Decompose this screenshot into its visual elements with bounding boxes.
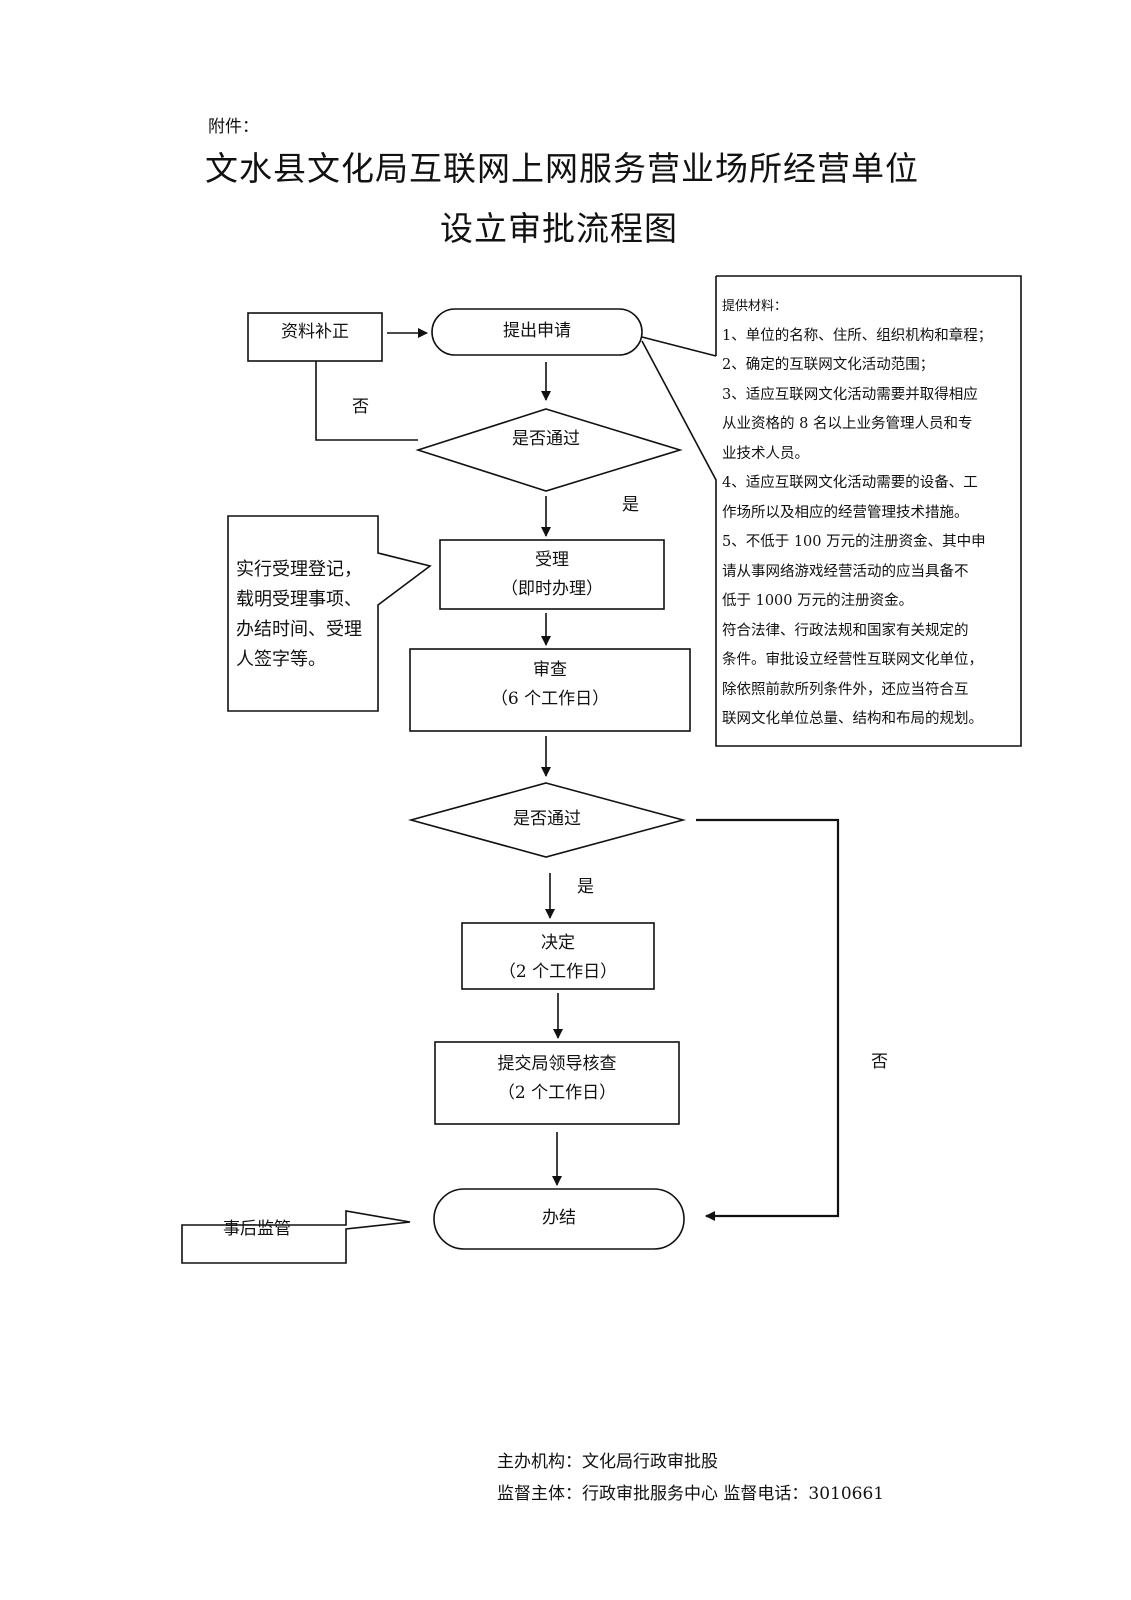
accept-note-line: 载明受理事项、 bbox=[236, 589, 362, 610]
apply-terminal bbox=[431, 308, 643, 356]
decision2-label: 是否通过 bbox=[513, 809, 581, 829]
supervisor-value: 行政审批服务中心 bbox=[582, 1484, 718, 1504]
complete-terminal bbox=[433, 1188, 685, 1250]
footer-organizer: 主办机构：文化局行政审批股 bbox=[497, 1447, 718, 1472]
leader-check-box bbox=[434, 1041, 680, 1125]
leader-check-subtitle: （2 个工作日） bbox=[497, 1083, 617, 1103]
accept-note-line: 实行受理登记， bbox=[236, 559, 362, 580]
edge-decision2-no bbox=[696, 818, 840, 1221]
supplement-label: 资料补正 bbox=[281, 322, 349, 342]
materials-callout bbox=[641, 275, 1022, 747]
supervisor-label: 监督主体： bbox=[497, 1484, 582, 1504]
decision1-diamond bbox=[415, 408, 683, 492]
accept-note-line: 人签字等。 bbox=[236, 649, 326, 670]
materials-line: 4、适应互联网文化活动需要的设备、工 bbox=[722, 475, 978, 491]
materials-line: 1、单位的名称、住所、组织机构和章程； bbox=[722, 327, 993, 344]
footer-supervisor: 监督主体：行政审批服务中心 监督电话：3010661 bbox=[497, 1479, 884, 1504]
leader-check-label: 提交局领导核查 （2 个工作日） bbox=[435, 1050, 679, 1108]
review-subtitle: （6 个工作日） bbox=[490, 689, 610, 709]
decision2-no-label: 否 bbox=[871, 1052, 888, 1072]
materials-line: 2、确定的互联网文化活动范围； bbox=[722, 357, 935, 373]
accept-note-line: 办结时间、受理 bbox=[236, 619, 362, 640]
review-label: 审查 （6 个工作日） bbox=[410, 656, 690, 714]
materials-line: 除依照前款所列条件外，还应当符合互 bbox=[722, 681, 969, 698]
decision1-no-label: 否 bbox=[352, 397, 369, 417]
accept-box bbox=[439, 539, 665, 610]
apply-label: 提出申请 bbox=[503, 321, 571, 341]
materials-line: 符合法律、行政法规和国家有关规定的 bbox=[722, 622, 969, 639]
decide-box bbox=[461, 922, 655, 990]
document-title-line2: 设立审批流程图 bbox=[440, 209, 678, 248]
complete-label: 办结 bbox=[542, 1208, 576, 1228]
decide-title: 决定 bbox=[541, 933, 575, 953]
supplement-box bbox=[247, 312, 383, 362]
materials-line: 3、适应互联网文化活动需要并取得相应 bbox=[722, 386, 978, 403]
accept-note-callout bbox=[227, 515, 432, 712]
attachment-label: 附件： bbox=[208, 117, 259, 137]
organizer-value: 文化局行政审批股 bbox=[582, 1452, 718, 1472]
document-title-line1: 文水县文化局互联网上网服务营业场所经营单位 bbox=[205, 149, 919, 188]
accept-title: 受理 bbox=[535, 550, 569, 570]
materials-line: 业技术人员。 bbox=[722, 445, 809, 462]
post-supervision-text: 事后监管 bbox=[223, 1219, 291, 1239]
post-supervision-callout bbox=[181, 1210, 411, 1264]
organizer-label: 主办机构： bbox=[497, 1452, 582, 1472]
materials-list: 提供材料： 1、单位的名称、住所、组织机构和章程； 2、确定的互联网文化活动范围… bbox=[722, 292, 1018, 735]
accept-label: 受理 （即时办理） bbox=[440, 546, 664, 604]
review-box bbox=[409, 648, 691, 732]
materials-line: 联网文化单位总量、结构和布局的规划。 bbox=[722, 711, 983, 727]
materials-line: 5、不低于 100 万元的注册资金、其中申 bbox=[722, 534, 986, 550]
edge-decision1-no bbox=[315, 361, 418, 441]
decide-subtitle: （2 个工作日） bbox=[498, 962, 618, 982]
decision1-yes-label: 是 bbox=[622, 495, 639, 515]
decision1-label: 是否通过 bbox=[512, 429, 580, 449]
materials-line: 请从事网络游戏经营活动的应当具备不 bbox=[722, 563, 969, 580]
materials-line: 低于 1000 万元的注册资金。 bbox=[722, 593, 914, 609]
phone-value: 3010661 bbox=[808, 1484, 885, 1504]
leader-check-title: 提交局领导核查 bbox=[497, 1054, 617, 1074]
phone-label: 监督电话： bbox=[723, 1484, 809, 1504]
decide-label: 决定 （2 个工作日） bbox=[462, 929, 654, 987]
accept-note-text: 实行受理登记， 载明受理事项、 办结时间、受理 人签字等。 bbox=[236, 555, 362, 675]
decision2-diamond bbox=[407, 782, 687, 858]
materials-line: 作场所以及相应的经营管理技术措施。 bbox=[722, 504, 969, 521]
materials-line: 条件。审批设立经营性互联网文化单位， bbox=[722, 652, 983, 668]
accept-subtitle: （即时办理） bbox=[501, 579, 603, 599]
review-title: 审查 bbox=[533, 660, 567, 680]
decision2-yes-label: 是 bbox=[577, 877, 594, 897]
materials-line: 从业资格的 8 名以上业务管理人员和专 bbox=[722, 416, 973, 432]
materials-heading: 提供材料： bbox=[722, 299, 788, 314]
